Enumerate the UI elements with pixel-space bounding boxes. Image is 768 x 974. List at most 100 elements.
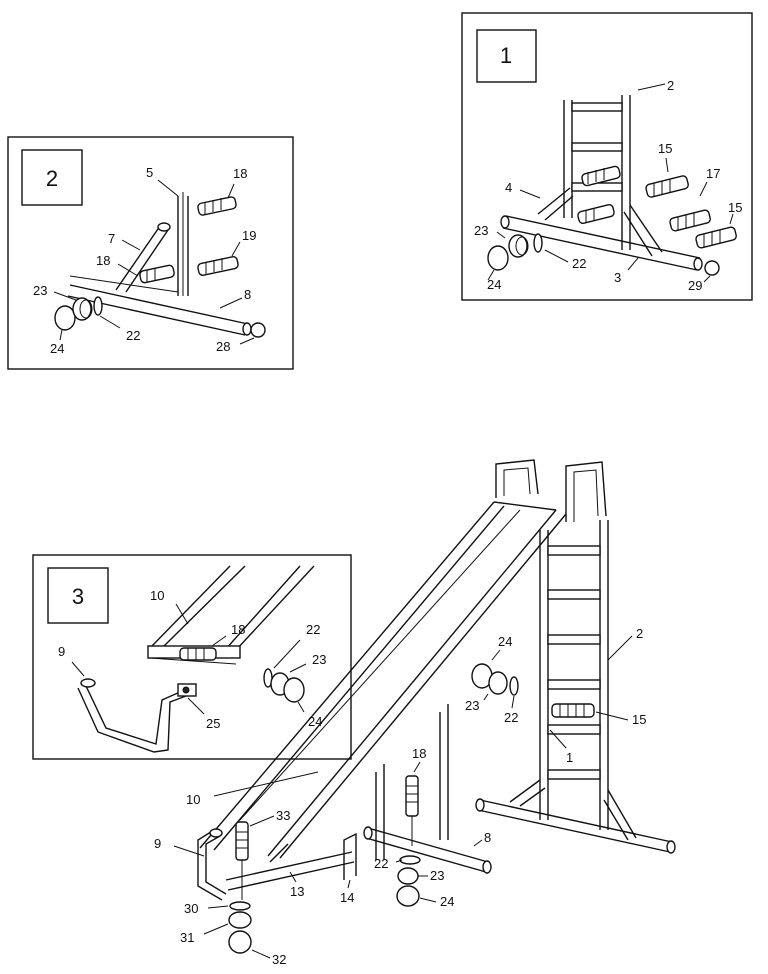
callout-main-8: 8: [484, 830, 491, 845]
washer-22: [533, 233, 543, 253]
lock-nut-23: [508, 234, 529, 258]
panel-2-number-box: [21, 149, 83, 206]
brace-left: [537, 187, 571, 215]
lock-nut-23: [72, 297, 93, 321]
handle-9: [197, 828, 227, 901]
callout-p2-18b: 18: [96, 253, 110, 268]
callout-p1-23: 23: [474, 223, 488, 238]
callout-p3-9: 9: [58, 644, 65, 659]
callout-main-23b: 23: [430, 868, 444, 883]
callout-p2-7: 7: [108, 231, 115, 246]
callout-main-9: 9: [154, 836, 161, 851]
bolt-15d: [695, 226, 737, 249]
end-cap-29: [704, 260, 720, 276]
tube-8: [363, 826, 492, 874]
callout-p1-22: 22: [572, 256, 586, 271]
panel-1-frame: [461, 12, 753, 301]
handrail-right: [565, 461, 607, 522]
callout-p2-23: 23: [33, 283, 47, 298]
callout-main-24: 24: [498, 634, 512, 649]
lock-nut-31: [228, 911, 252, 929]
handrail-left: [495, 459, 539, 498]
cap-nut-24-lower: [396, 885, 420, 907]
bolt-18: [405, 775, 419, 846]
callout-main-18: 18: [412, 746, 426, 761]
callout-main-2: 2: [636, 626, 643, 641]
callout-p3-10: 10: [150, 588, 164, 603]
end-cap-28: [250, 322, 266, 338]
callout-p2-24: 24: [50, 341, 64, 356]
callout-p1-2: 2: [667, 78, 674, 93]
crossbar-13: [225, 851, 355, 891]
cap-nut-24: [54, 305, 76, 331]
callout-p1-3: 3: [614, 270, 621, 285]
bolt-19: [197, 256, 239, 276]
callout-p3-18: 18: [231, 622, 245, 637]
callout-main-31: 31: [180, 930, 194, 945]
callout-p2-28: 28: [216, 339, 230, 354]
panel-1-number: 1: [500, 43, 512, 68]
callout-p1-15a: 15: [658, 141, 672, 156]
bracket-14: [343, 832, 357, 880]
clamp-25: [177, 683, 197, 697]
brace-right: [629, 204, 663, 253]
panel-2-number: 2: [46, 166, 58, 191]
callout-main-23: 23: [465, 698, 479, 713]
callout-main-30: 30: [184, 901, 198, 916]
callout-p2-18a: 18: [233, 166, 247, 181]
callout-p3-23: 23: [312, 652, 326, 667]
brace-7: [115, 222, 171, 293]
callout-p1-4: 4: [505, 180, 512, 195]
callout-main-15: 15: [632, 712, 646, 727]
bolt-18b: [139, 264, 175, 284]
detail-panel-1: 1: [461, 12, 753, 301]
callout-main-10: 10: [186, 792, 200, 807]
washer-22: [93, 296, 103, 316]
bolt-17: [669, 209, 711, 232]
callout-p2-5: 5: [146, 165, 153, 180]
panel-2-frame: [7, 136, 294, 370]
detail-panel-3: 3 10: [32, 554, 352, 760]
bolt-18a: [197, 196, 237, 216]
slide-rails-10: [147, 565, 315, 665]
callout-main-24b: 24: [440, 894, 454, 909]
slide-chute-10: [199, 501, 567, 859]
ladder-base: [475, 779, 676, 854]
washer-22-lower: [399, 855, 421, 865]
bolt-15: [551, 703, 595, 718]
cap-nut-24: [487, 245, 509, 271]
callout-p1-17: 17: [706, 166, 720, 181]
bolt-15a: [581, 165, 621, 187]
callout-p3-22: 22: [306, 622, 320, 637]
callout-p2-22: 22: [126, 328, 140, 343]
callout-main-32: 32: [272, 952, 286, 967]
bolt-15c: [577, 203, 615, 225]
callout-main-22: 22: [504, 710, 518, 725]
bolt-18: [179, 647, 217, 661]
callout-main-33: 33: [276, 808, 290, 823]
panel-3-frame: [32, 554, 352, 760]
panel-3-number: 3: [72, 584, 84, 609]
lock-nut-23-upper: [488, 671, 508, 695]
bolt-15b: [645, 175, 689, 198]
callout-p2-19: 19: [242, 228, 256, 243]
callout-p3-24: 24: [308, 714, 322, 729]
slide-supports: [375, 704, 449, 860]
handle-tube-9: [77, 678, 187, 753]
callout-p2-8: 8: [244, 287, 251, 302]
callout-main-13: 13: [290, 884, 304, 899]
post-5: [177, 192, 189, 296]
cap-nut-32: [228, 930, 252, 954]
detail-panel-2: 2: [7, 136, 294, 370]
washer-30: [229, 901, 251, 911]
callout-p3-25: 25: [206, 716, 220, 731]
panel-1-number-box: [476, 29, 537, 83]
callout-p1-29: 29: [688, 278, 702, 293]
main-assembly: 2 24 23 22 15 1 10 18 33 9 8 22 23 13 14…: [154, 459, 676, 967]
callout-p1-24: 24: [487, 277, 501, 292]
lock-nut-23-lower: [397, 867, 419, 885]
cap-nut-24: [283, 677, 305, 703]
callout-main-22b: 22: [374, 856, 388, 871]
panel-3-number-box: [47, 567, 109, 624]
callout-main-1: 1: [566, 750, 573, 765]
